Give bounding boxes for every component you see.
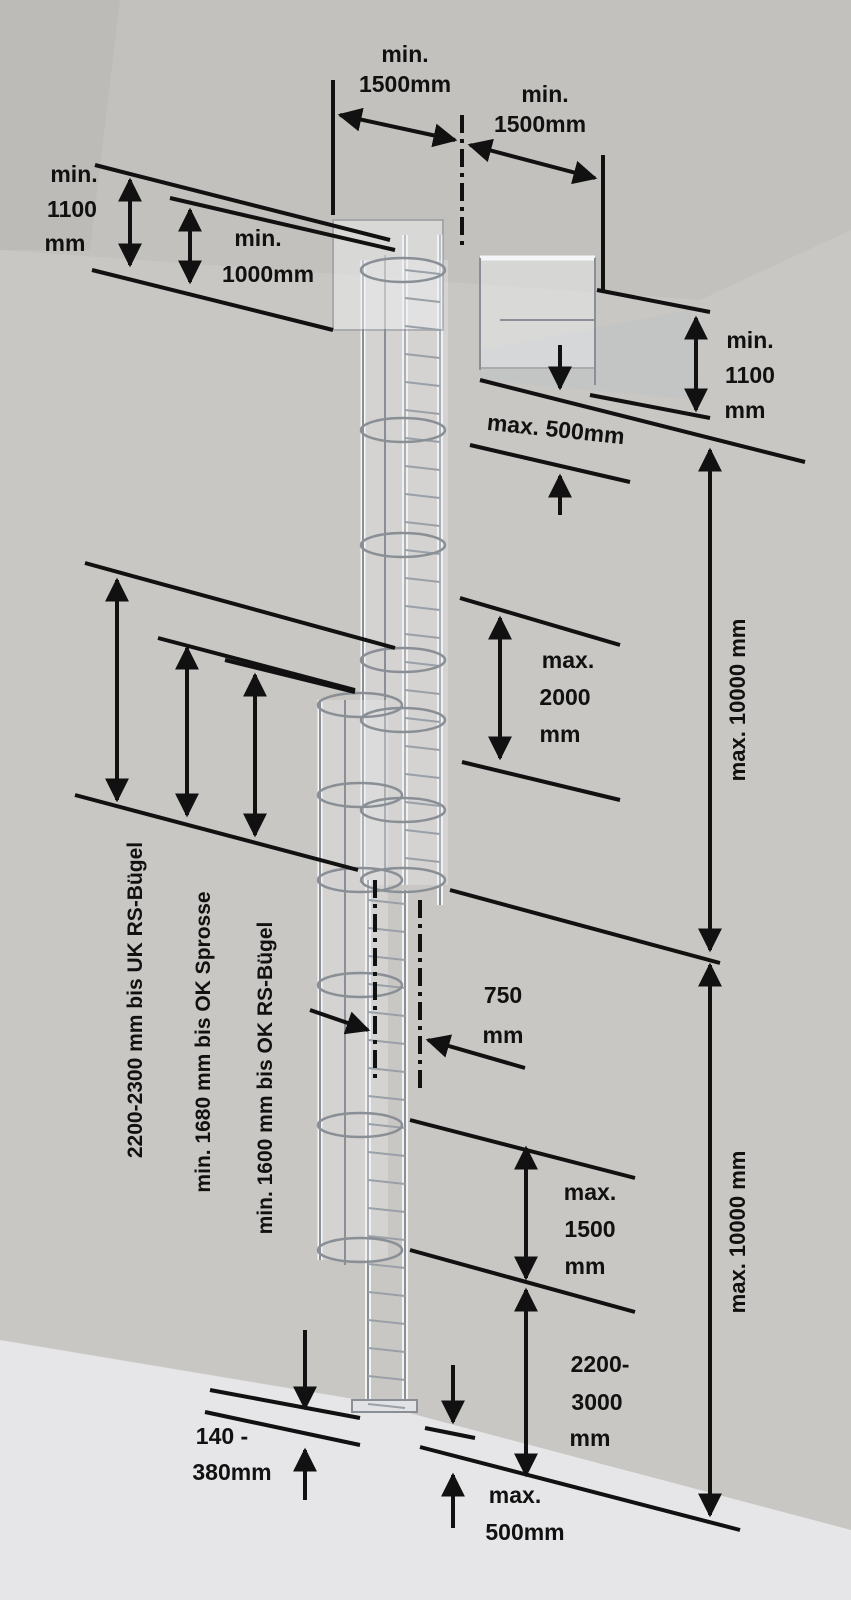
label-max-1500-c: mm — [565, 1253, 606, 1279]
label-2200-3000-a: 2200- — [571, 1351, 630, 1377]
label-max-1500-a: max. — [564, 1179, 616, 1205]
ladder-rung — [404, 465, 441, 471]
ladder-rung — [404, 773, 441, 779]
cage-hoop — [359, 416, 447, 444]
label-1680-ok-sprosse: min. 1680 mm bis OK Sprosse — [192, 891, 215, 1192]
ladder-rung — [367, 1179, 406, 1185]
label-max-10000-upper: max. 10000 mm — [725, 619, 750, 782]
floor — [0, 1340, 851, 1600]
label-140-380-a: 140 - — [196, 1423, 248, 1449]
label-left-1000-val: 1000mm — [222, 261, 314, 287]
label-top-right-min: min. — [521, 81, 568, 107]
ladder-rung — [404, 577, 441, 583]
label-1600-ok-rs-buegel: min. 1600 mm bis OK RS-Bügel — [254, 922, 277, 1235]
ladder-rung — [367, 1319, 406, 1325]
ladder-rungs — [367, 269, 441, 1409]
ceiling-slab — [0, 0, 851, 300]
ladder-rung — [404, 493, 441, 499]
label-left-1100-val: 1100 — [47, 196, 97, 222]
ladder-rung — [404, 857, 441, 863]
label-2200-3000-b: 3000 — [571, 1389, 622, 1415]
cage-hoop — [359, 706, 447, 734]
dimension-labels: min. 1500mm min. 1500mm min. 1100 mm min… — [45, 41, 775, 1545]
upper-wall-shadow — [0, 0, 120, 250]
ladder-rung — [404, 381, 441, 387]
ladder-rung — [404, 745, 441, 751]
ladder-rung — [367, 1375, 406, 1381]
label-2200-2300-uk-rs-buegel: 2200-2300 mm bis UK RS-Bügel — [124, 842, 147, 1158]
ladder-rung — [367, 1123, 406, 1129]
ladder-rung — [367, 1403, 406, 1409]
label-right-1100-min: min. — [726, 327, 773, 353]
label-750-a: 750 — [484, 982, 522, 1008]
label-right-1100-val: 1100 — [725, 362, 775, 388]
ladder-rung — [404, 689, 441, 695]
ladder-rung — [404, 353, 441, 359]
cage-hoop — [359, 531, 447, 559]
ladder-rung — [404, 633, 441, 639]
label-left-1000-min: min. — [234, 225, 281, 251]
label-max-500-bottom-a: max. — [489, 1482, 541, 1508]
label-max-500-bottom-b: 500mm — [485, 1519, 564, 1545]
cage-hoop — [359, 256, 447, 284]
label-max-2000-b: 2000 — [539, 684, 590, 710]
ladder-rung — [367, 1011, 406, 1017]
ladder-rung — [367, 1263, 406, 1269]
ladder-rung — [404, 409, 441, 415]
cage-hoop — [316, 971, 404, 999]
ladder-rung — [404, 521, 441, 527]
ladder-rung — [367, 1235, 406, 1241]
cage-hoop — [359, 646, 447, 674]
cage-hoop — [316, 781, 404, 809]
label-right-1100-unit: mm — [725, 397, 766, 423]
ladder-rung — [367, 1207, 406, 1213]
cage-hoop — [316, 1236, 404, 1264]
ladder-rung — [404, 325, 441, 331]
ladder-rung — [404, 661, 441, 667]
label-left-1100-unit: mm — [45, 230, 86, 256]
label-max-1500-b: 1500 — [564, 1216, 615, 1242]
ladder-rung — [404, 269, 441, 275]
label-top-left-1500: 1500mm — [359, 71, 451, 97]
ladder-rung — [367, 1151, 406, 1157]
ladder-rung — [404, 605, 441, 611]
label-2200-3000-c: mm — [570, 1425, 611, 1451]
label-max-10000-lower: max. 10000 mm — [725, 1151, 750, 1314]
label-left-1100-min: min. — [50, 161, 97, 187]
cage-hoop — [359, 866, 447, 894]
cage-hoop — [316, 1111, 404, 1139]
dimension-lines — [74, 80, 806, 1532]
label-top-left-min: min. — [381, 41, 428, 67]
label-max-2000-c: mm — [540, 721, 581, 747]
ladder-rung — [367, 1095, 406, 1101]
label-750-b: mm — [483, 1022, 524, 1048]
ladder-rung — [367, 1347, 406, 1353]
ladder-rung — [367, 1067, 406, 1073]
cage-hoop — [316, 866, 404, 894]
label-140-380-b: 380mm — [192, 1459, 271, 1485]
cage-hoop — [359, 796, 447, 824]
ladder-rung — [367, 1291, 406, 1297]
ladder-rung — [404, 801, 441, 807]
ladder-rung — [404, 717, 441, 723]
cage-hoop — [316, 691, 404, 719]
ladder-rung — [367, 899, 406, 905]
ladder-rung — [404, 297, 441, 303]
label-max-2000-a: max. — [542, 647, 594, 673]
ladder-rung — [404, 829, 441, 835]
cage-hoops — [316, 256, 447, 1264]
label-top-right-1500: 1500mm — [494, 111, 586, 137]
platform-deck — [480, 310, 700, 400]
